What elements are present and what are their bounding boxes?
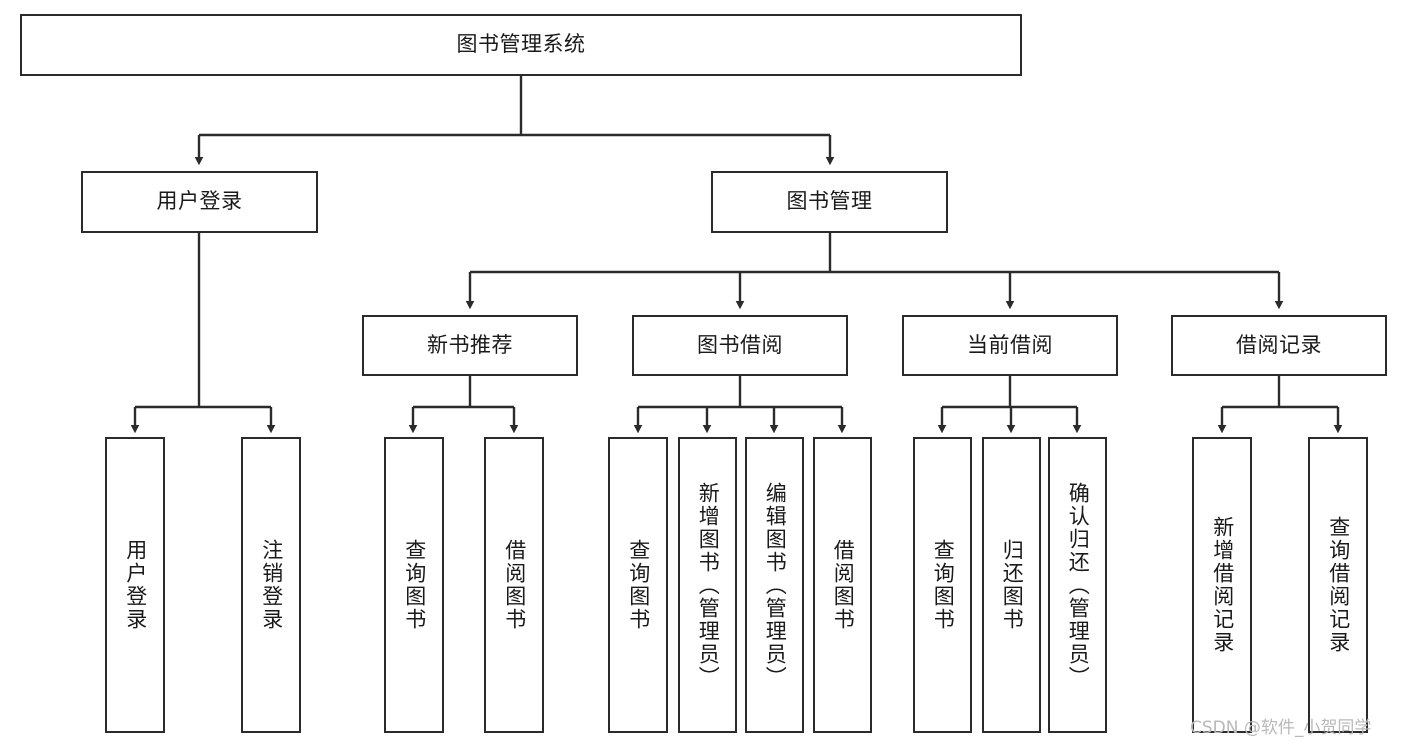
node-root[interactable]: 图书管理系统	[20, 14, 1022, 76]
node-label: 确认归还（管理员）	[1066, 481, 1091, 689]
node-label: 查询借阅记录	[1326, 516, 1351, 654]
leaf-add-book-admin[interactable]: 新增图书（管理员）	[678, 437, 737, 733]
leaf-confirm-return-admin[interactable]: 确认归还（管理员）	[1048, 437, 1107, 733]
node-label: 图书管理	[786, 189, 873, 214]
leaf-query-book-borrow[interactable]: 查询图书	[608, 437, 668, 733]
node-label: 查询图书	[626, 539, 651, 631]
node-label: 借阅图书	[831, 539, 856, 631]
node-label: 注销登录	[259, 539, 284, 631]
leaf-add-borrow-record[interactable]: 新增借阅记录	[1192, 437, 1252, 733]
watermark-text: CSDN @软件_小贺同学	[1190, 718, 1372, 738]
leaf-return-book[interactable]: 归还图书	[982, 437, 1041, 733]
node-label: 借阅记录	[1236, 332, 1322, 357]
node-book-borrow[interactable]: 图书借阅	[632, 315, 848, 376]
node-label: 当前借阅	[967, 332, 1053, 357]
node-label: 查询图书	[931, 539, 956, 631]
leaf-edit-book-admin[interactable]: 编辑图书（管理员）	[745, 437, 804, 733]
leaf-user-login[interactable]: 用户登录	[105, 437, 165, 733]
leaf-query-book-recommend[interactable]: 查询图书	[384, 437, 444, 733]
node-label: 查询图书	[402, 539, 427, 631]
node-label: 新增借阅记录	[1210, 516, 1235, 654]
node-label: 图书管理系统	[456, 32, 586, 57]
node-label: 借阅图书	[502, 539, 527, 631]
node-new-book-recommendation[interactable]: 新书推荐	[362, 315, 578, 376]
leaf-query-book-current[interactable]: 查询图书	[913, 437, 972, 733]
node-label: 新增图书（管理员）	[696, 481, 721, 689]
leaf-query-borrow-record[interactable]: 查询借阅记录	[1308, 437, 1368, 733]
leaf-logout[interactable]: 注销登录	[241, 437, 301, 733]
node-current-borrow[interactable]: 当前借阅	[902, 315, 1118, 376]
leaf-borrow-book[interactable]: 借阅图书	[813, 437, 872, 733]
node-book-management[interactable]: 图书管理	[711, 171, 948, 233]
node-label: 新书推荐	[427, 332, 513, 357]
node-label: 用户登录	[123, 539, 148, 631]
node-user-login[interactable]: 用户登录	[81, 171, 318, 233]
leaf-borrow-book-recommend[interactable]: 借阅图书	[484, 437, 544, 733]
node-label: 图书借阅	[697, 332, 783, 357]
node-label: 归还图书	[1000, 539, 1025, 631]
node-borrow-records[interactable]: 借阅记录	[1171, 315, 1387, 376]
node-label: 用户登录	[156, 189, 243, 214]
node-label: 编辑图书（管理员）	[763, 481, 788, 689]
